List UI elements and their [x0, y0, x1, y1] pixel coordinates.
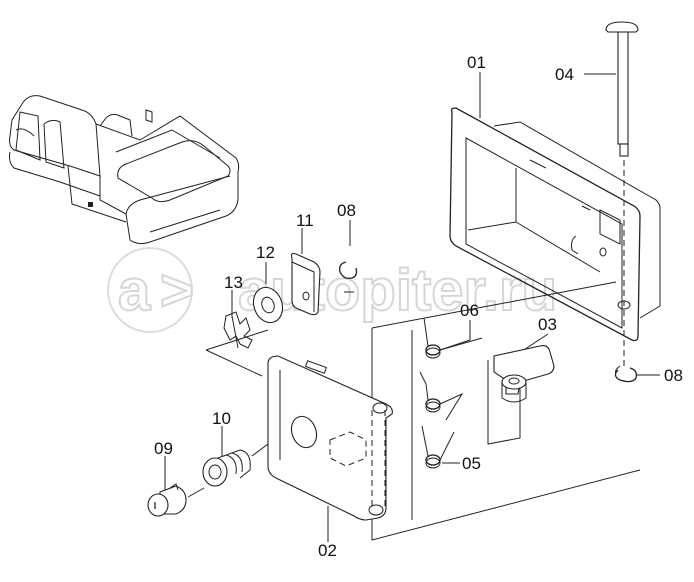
label-06: 06 — [460, 301, 479, 320]
label-05: 05 — [462, 454, 481, 473]
label-08-left: 08 — [337, 201, 356, 220]
label-11: 11 — [296, 211, 314, 230]
watermark: a > autopiter.ru — [107, 247, 558, 333]
part-13-clip — [223, 311, 253, 349]
label-09: 09 — [154, 439, 173, 458]
badge-icon — [88, 202, 93, 207]
label-02: 02 — [318, 541, 337, 560]
watermark-logo-a: a — [118, 258, 151, 323]
leader-lines — [164, 72, 660, 542]
label-08-right: 08 — [664, 366, 683, 385]
part-labels: 01 02 03 04 05 06 08 08 09 10 11 12 13 — [154, 53, 683, 560]
part-05-spring-upper — [419, 371, 464, 421]
part-04-pin — [605, 21, 639, 370]
part-01-housing — [449, 107, 661, 342]
part-08-snap-ring-right — [614, 365, 638, 383]
watermark-logo-arrow: > — [160, 258, 194, 323]
label-10: 10 — [212, 409, 231, 428]
label-13: 13 — [224, 273, 243, 292]
part-06-spring — [423, 317, 483, 359]
part-09-key-cylinder — [147, 483, 187, 517]
part-08-snap-ring-left — [338, 261, 358, 293]
label-03: 03 — [538, 315, 557, 334]
excavator-illustration — [9, 95, 240, 245]
part-12-washer — [252, 286, 284, 324]
watermark-text: autopiter.ru — [238, 258, 557, 323]
part-05-spring-lower — [421, 425, 455, 469]
label-01: 01 — [467, 53, 486, 72]
part-03-latch — [493, 345, 555, 403]
label-12: 12 — [256, 243, 275, 262]
label-04: 04 — [555, 65, 574, 84]
part-11-plate — [290, 252, 321, 316]
part-10-nut — [202, 449, 251, 487]
part-02-bracket — [267, 355, 393, 521]
